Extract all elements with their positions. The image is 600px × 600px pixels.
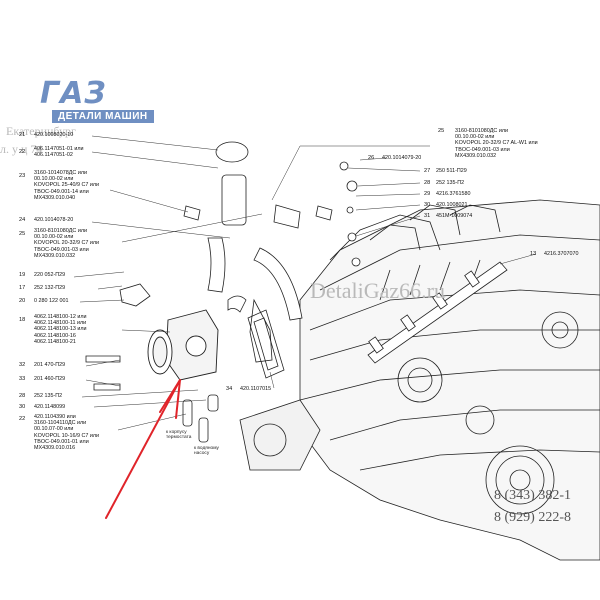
callout-33-text: 201 460-П29 [34, 376, 66, 382]
watermark-site: DetaliGaz66.ru [310, 278, 445, 303]
callout-20-text: 0 280 122 001 [34, 298, 69, 304]
callout-34-text: 420.1107015 [240, 386, 272, 392]
callout-33-num: 33 [19, 376, 26, 382]
callout-18-num: 18 [19, 317, 26, 323]
watermark-address: л. у ц 74 [0, 142, 43, 156]
throttle-body [147, 309, 219, 381]
callout-29-text: 4216.3761580 [436, 191, 471, 197]
callout-27-text: 250 511-П29 [436, 168, 467, 174]
callout-23-num: 23 [19, 173, 26, 179]
callout-24-text: 420.1014078-20 [34, 217, 74, 223]
callout-32-num: 32 [19, 362, 26, 368]
callout-28-right-text: 252 135-П2 [436, 180, 465, 186]
logo-subtitle: ДЕТАЛИ МАШИН [52, 110, 154, 123]
hose-parts [85, 141, 361, 443]
callout-26-text: 420.1014079-20 [382, 155, 422, 161]
callout-22-text: 406.1147051-01 или 406.1147051-02 [34, 146, 84, 159]
callout-22-num: 22 [19, 149, 26, 155]
callout-25-left-num: 25 [19, 231, 26, 237]
callout-18-text: 4062.1148100-12 или 4062.1148100-11 или … [34, 314, 87, 345]
callout-23-text: 3160-1014078ДС или 00.10.00-02 или KOVOP… [34, 170, 99, 201]
phone-1: 8 (343) 382-1 [494, 488, 571, 503]
gasket [247, 309, 285, 379]
callout-28-left-num: 28 [19, 393, 26, 399]
callout-30-left-num: 30 [19, 404, 26, 410]
callout-25-right-num: 25 [438, 128, 445, 134]
callout-24-num: 24 [19, 217, 26, 223]
fuel-rail [367, 261, 508, 364]
callout-17-text: 252 132-П29 [34, 285, 66, 291]
callout-19-num: 19 [19, 272, 26, 278]
callout-30-right-num: 30 [424, 202, 431, 208]
callout-17-num: 17 [19, 285, 26, 291]
callout-34-num: 34 [226, 386, 233, 392]
callout-28-left-text: 252 135-П2 [34, 393, 63, 399]
callout-21-text: 420.1008020-10 [34, 132, 74, 138]
callout-21-num: 21 [19, 132, 26, 138]
callout-32-text: 201 470-П29 [34, 362, 66, 368]
callout-13-num: 13 [530, 251, 537, 257]
callout-25-right-text: 3160-8101080ДС или 00.10.00-02 или KOVOP… [455, 128, 538, 159]
callout-28-right-num: 28 [424, 180, 431, 186]
logo-text: ГАЗ [40, 76, 107, 111]
callout-19-text: 220 052-П29 [34, 272, 66, 278]
callout-13-text: 4216.3707070 [544, 251, 579, 257]
engine-block [239, 199, 600, 561]
callout-22b-num: 22 [19, 416, 26, 422]
callout-30-right-text: 420.1008021 [436, 202, 468, 208]
callout-25-left-text: 3160-8101080ДС или 00.10.00-02 или KOVOP… [34, 228, 99, 259]
note-thermostat: к корпусу термостата [166, 430, 192, 441]
watermark-city: Екатеринбург [6, 124, 76, 138]
callout-27-num: 27 [424, 168, 431, 174]
callout-26-num: 26 [368, 155, 375, 161]
callout-31-text: 451М-1009074 [436, 213, 473, 219]
callout-29-num: 29 [424, 191, 431, 197]
callout-30-left-text: 420.1148099 [34, 404, 66, 410]
callout-22b-text: 420.1104390 или 3160-1104110ДС или 00.10… [34, 414, 99, 452]
phone-2: 8 (929) 222-8 [494, 510, 571, 525]
callout-20-num: 20 [19, 298, 26, 304]
red-arrow [105, 379, 181, 519]
callout-31-num: 31 [424, 213, 431, 219]
note-pump: к водяному насосу [194, 446, 219, 457]
